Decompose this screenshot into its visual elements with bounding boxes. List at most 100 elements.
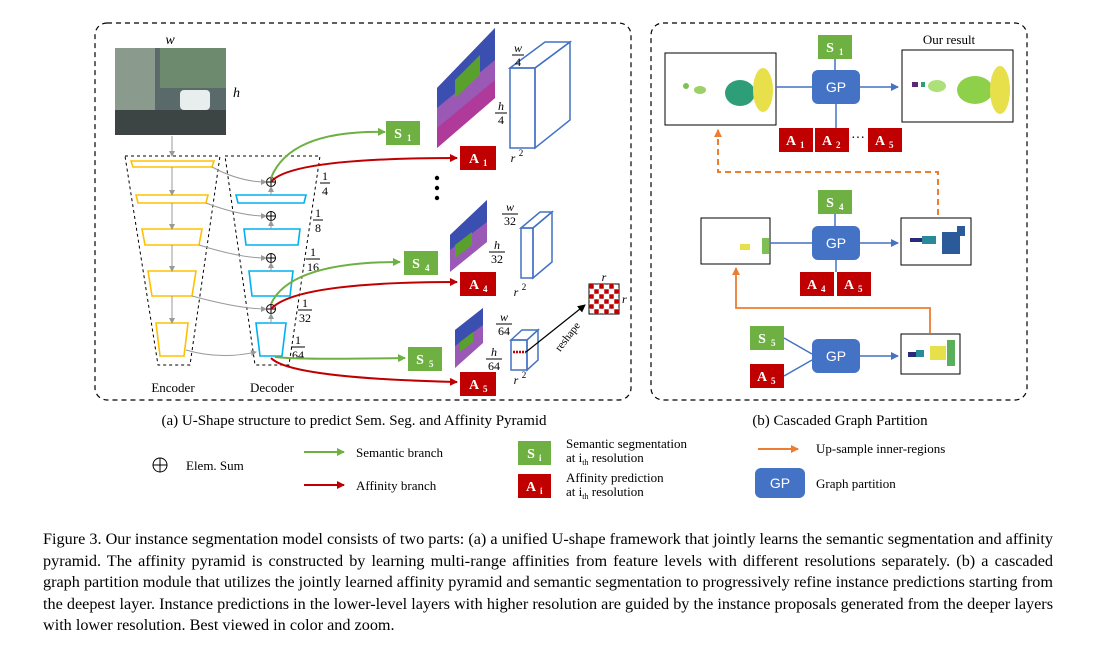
svg-text:8: 8: [315, 221, 321, 235]
svg-text:32: 32: [504, 214, 516, 228]
svg-text:GP: GP: [826, 235, 846, 251]
svg-text:1: 1: [800, 140, 805, 150]
svg-text:4: 4: [821, 284, 826, 294]
svg-text:GP: GP: [826, 79, 846, 95]
mid-input-instances: [700, 217, 771, 265]
svg-text:1: 1: [310, 245, 316, 259]
svg-text:A: A: [875, 134, 886, 149]
figure-caption: Figure 3. Our instance segmentation mode…: [43, 530, 1053, 634]
svg-text:h: h: [498, 99, 504, 113]
a1-box: A 1: [460, 146, 496, 170]
svg-text:2: 2: [836, 140, 841, 150]
svg-text:GP: GP: [770, 475, 790, 491]
gp-bot: GP: [812, 339, 860, 373]
legend-gp: GP Graph partition: [755, 468, 896, 498]
panel-a-caption: (a) U-Shape structure to predict Sem. Se…: [161, 413, 547, 429]
svg-text:S: S: [758, 332, 766, 347]
reshape-grid: [588, 283, 620, 315]
cube-1-dims: w 4 h 4 r 2: [495, 41, 524, 165]
legend-si: S i Semantic segmentation at ith resolut…: [518, 436, 687, 467]
svg-text:S: S: [527, 447, 535, 462]
svg-text:A: A: [807, 278, 818, 293]
svg-text:r: r: [511, 151, 516, 165]
mid-output-instances: [900, 217, 972, 266]
a-row-mid: A 4 A 5: [800, 272, 871, 296]
svg-text:···: ···: [851, 131, 865, 146]
gp-mid: GP: [812, 226, 860, 260]
svg-text:1: 1: [302, 296, 308, 310]
svg-text:5: 5: [429, 359, 434, 369]
svg-text:w: w: [506, 200, 514, 214]
legend-sum: Elem. Sum: [152, 457, 244, 473]
upsample-arrow-top: [714, 129, 939, 215]
svg-text:at ith resolution: at ith resolution: [566, 450, 644, 467]
s5-box: S 5: [408, 347, 442, 371]
input-width-label: w: [165, 33, 175, 48]
a5-box: A 5: [460, 372, 496, 396]
svg-text:5: 5: [858, 284, 863, 294]
s4-box-b: S 4: [818, 190, 852, 214]
s5-box-b: S 5: [750, 326, 784, 350]
svg-text:at ith resolution: at ith resolution: [566, 484, 644, 501]
svg-text:1: 1: [315, 206, 321, 220]
svg-text:1: 1: [483, 158, 488, 168]
a5-box-b: A 5: [750, 364, 784, 388]
svg-text:Affinity branch: Affinity branch: [356, 478, 437, 493]
encoder-frame: [124, 155, 221, 366]
reshape-label: reshape: [553, 320, 583, 354]
input-height-label: h: [233, 86, 240, 101]
svg-text:64: 64: [292, 348, 304, 362]
svg-text:A: A: [786, 134, 797, 149]
a-row-top: A 1 A 2 ··· A 5: [779, 128, 902, 152]
svg-text:A: A: [469, 152, 480, 167]
input-image: [115, 48, 226, 135]
semantic-map-5: [455, 308, 483, 368]
affinity-cube-5: [509, 328, 540, 372]
affinity-branch-arrows: [270, 154, 458, 386]
svg-text:S: S: [416, 353, 424, 368]
svg-text:S: S: [826, 196, 834, 211]
svg-text:5: 5: [771, 338, 776, 348]
svg-text:h: h: [494, 238, 500, 252]
legend: Elem. Sum Semantic branch Affinity branc…: [152, 436, 945, 501]
affinity-cube-1: [507, 40, 573, 150]
svg-text:i: i: [539, 453, 542, 463]
svg-text:4: 4: [498, 113, 504, 127]
scale-1-8: 1 8: [313, 206, 323, 235]
svg-text:5: 5: [771, 376, 776, 386]
s4-box: S 4: [404, 251, 438, 275]
svg-text:64: 64: [498, 324, 510, 338]
semantic-map-1: [437, 28, 495, 148]
svg-text:Semantic segmentation: Semantic segmentation: [566, 436, 687, 451]
svg-text:w: w: [514, 41, 522, 55]
legend-affinity: Affinity branch: [304, 478, 437, 493]
svg-text:4: 4: [839, 202, 844, 212]
svg-text:4: 4: [425, 263, 430, 273]
svg-text:h: h: [491, 345, 497, 359]
svg-text:Graph partition: Graph partition: [816, 476, 896, 491]
panel-a-frame: [94, 22, 632, 401]
decoder-frame: [224, 155, 321, 366]
svg-text:2: 2: [522, 370, 527, 380]
cube-4-dims: w 32 h 32 r 2: [489, 200, 526, 299]
svg-text:1: 1: [407, 133, 412, 143]
legend-semantic: Semantic branch: [304, 445, 443, 460]
svg-text:4: 4: [322, 184, 328, 198]
svg-text:A: A: [469, 278, 480, 293]
svg-text:S: S: [394, 127, 402, 142]
svg-text:r: r: [514, 373, 519, 387]
upsample-arrow-mid: [732, 267, 931, 333]
s1-box-b: S 1: [818, 35, 852, 59]
decoder-blocks: [234, 194, 308, 357]
scale-1-32: 1 32: [298, 296, 312, 325]
cube-5-dims: w 64 h 64 r 2: [486, 310, 526, 387]
semantic-map-4: [450, 200, 487, 272]
svg-text:5: 5: [483, 384, 488, 394]
a4-box: A 4: [460, 272, 496, 296]
legend-ai: A i Affinity prediction at ith resolutio…: [518, 470, 664, 501]
svg-text:64: 64: [488, 359, 500, 373]
svg-text:A: A: [526, 480, 537, 495]
scale-1-16: 1 16: [306, 245, 320, 274]
svg-text:32: 32: [491, 252, 503, 266]
grid-r-side: r: [622, 292, 627, 306]
